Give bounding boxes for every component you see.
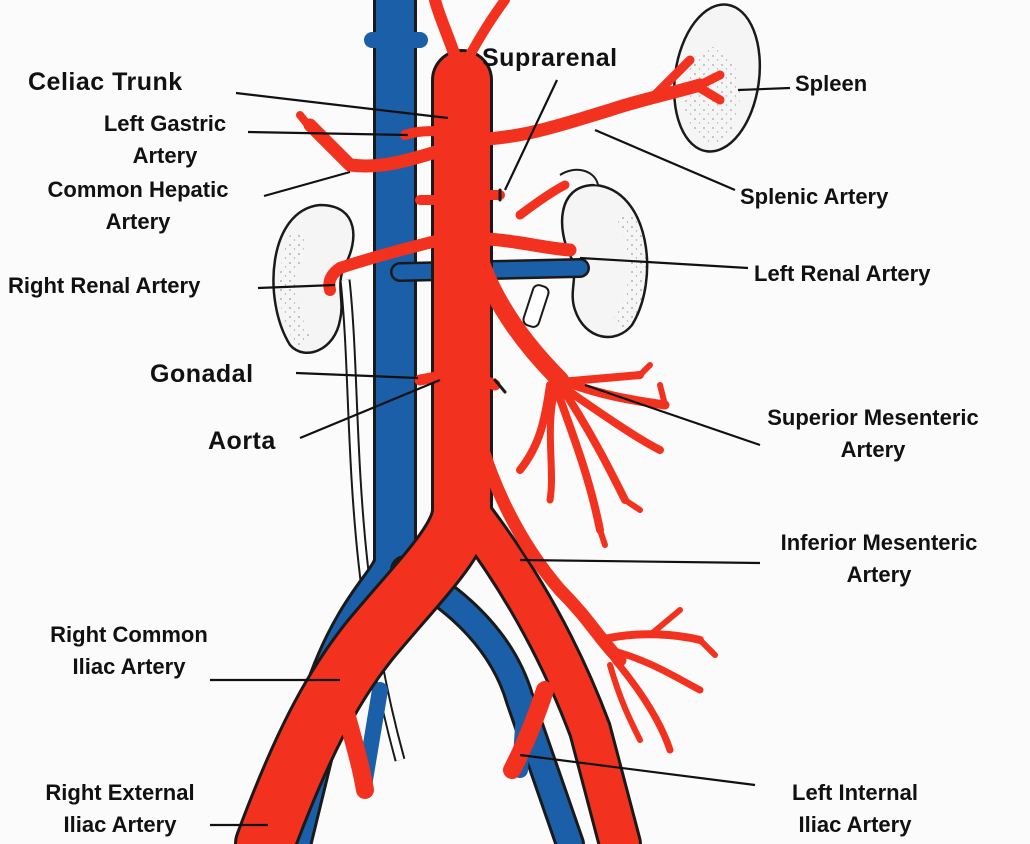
left-kidney-icon	[559, 168, 649, 339]
aorta-icon	[234, 0, 725, 844]
right-kidney-icon	[272, 203, 355, 355]
suprarenal-label: Suprarenal	[482, 44, 618, 72]
leader-lines	[210, 79, 791, 827]
celiac-trunk-label: Celiac Trunk	[28, 68, 183, 96]
aorta-label: Aorta	[208, 427, 276, 455]
right-renal-artery-label: Right Renal Artery	[8, 273, 201, 298]
left-renal-artery-label: Left Renal Artery	[754, 261, 931, 286]
gonadal-label: Gonadal	[150, 360, 254, 388]
spleen-label: Spleen	[795, 71, 868, 96]
splenic-artery-label: Splenic Artery	[740, 184, 889, 209]
ureter-icon	[339, 279, 550, 762]
